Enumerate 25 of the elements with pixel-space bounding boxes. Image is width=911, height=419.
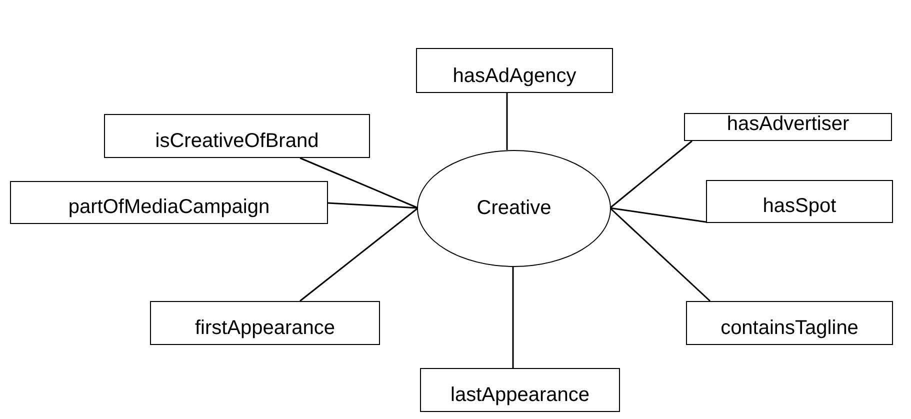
property-box bbox=[150, 301, 380, 345]
property-box bbox=[684, 113, 892, 141]
property-box bbox=[706, 180, 893, 223]
property-box bbox=[420, 368, 620, 412]
property-box bbox=[686, 301, 893, 345]
node-label: partOfMediaCampaign bbox=[68, 196, 270, 219]
node-label: containsTagline bbox=[720, 317, 858, 340]
property-box bbox=[416, 48, 613, 93]
node-label: firstAppearance bbox=[194, 317, 336, 340]
node-label: Creative bbox=[476, 197, 552, 220]
connector-line bbox=[512, 267, 514, 368]
connector-line bbox=[609, 207, 711, 302]
connector-line bbox=[610, 140, 692, 209]
node-label: isCreativeOfBrand bbox=[155, 130, 319, 153]
node-label: hasAdAgency bbox=[452, 65, 576, 88]
node-label: hasSpot bbox=[762, 195, 836, 218]
node-label: lastAppearance bbox=[450, 384, 590, 407]
connector-line bbox=[328, 202, 418, 209]
property-box bbox=[104, 114, 370, 158]
connector-line bbox=[506, 93, 508, 150]
connector-line bbox=[300, 207, 418, 302]
connector-line bbox=[300, 157, 418, 209]
property-box bbox=[10, 181, 328, 224]
connector-line bbox=[610, 207, 706, 223]
node-label: hasAdvertiser bbox=[726, 113, 850, 136]
